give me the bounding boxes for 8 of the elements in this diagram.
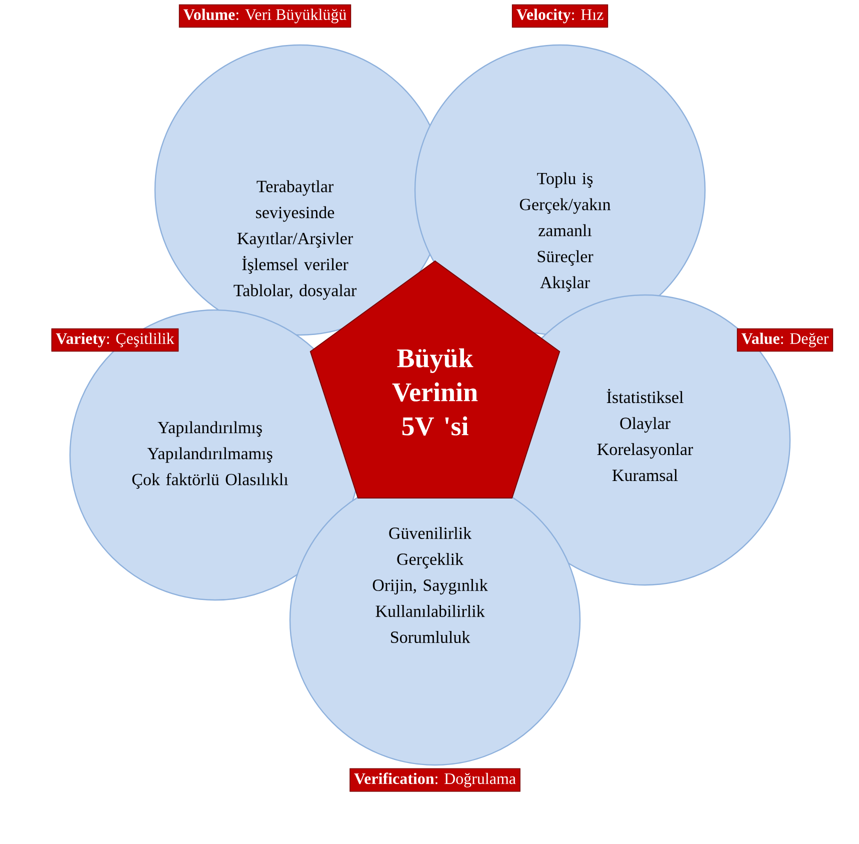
heading-banner: Volume: Veri Büyüklüğü: [178, 4, 352, 28]
heading-banner: Value: Değer: [736, 328, 834, 352]
heading-banner: Velocity: Hız: [512, 4, 608, 28]
heading-banner: Variety: Çeşitlilik: [51, 328, 179, 352]
item-list: İstatistiksel Olaylar Korelasyonlar Kuramsal: [597, 388, 693, 482]
heading-banner: Verification: Doğrulama: [350, 768, 520, 792]
item-list: Yapılandırılmış Yapılandırılmamış Çok faktörlü Olasılıklı: [132, 421, 288, 489]
item-list: Güvenilirlik Gerçeklik Orijin, Saygınlık Kullanılabilirlik Sorumluluk: [372, 527, 488, 643]
